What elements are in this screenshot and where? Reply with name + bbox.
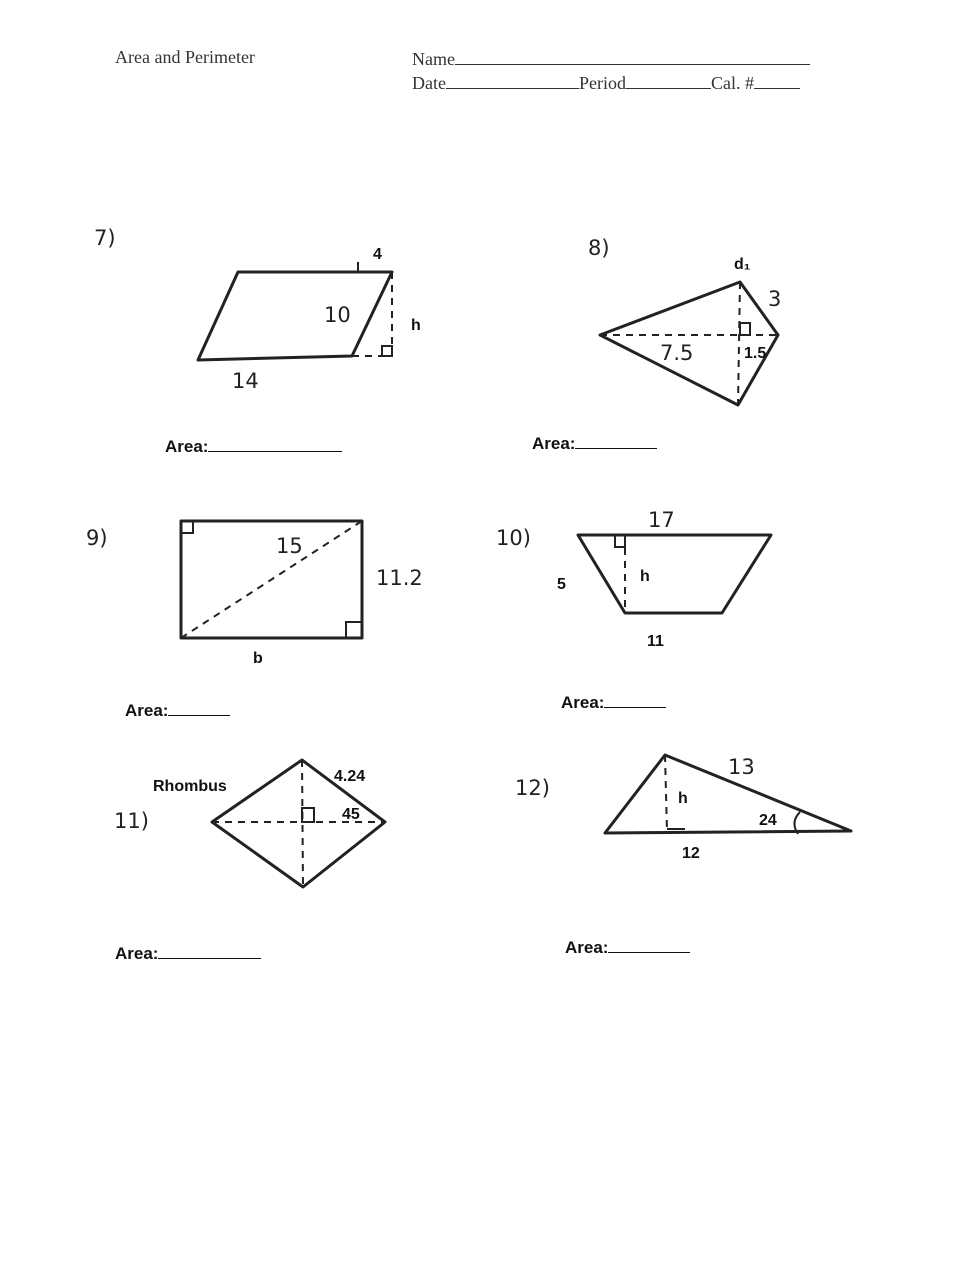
- label-side: 13: [728, 755, 755, 779]
- name-label: Name: [412, 49, 455, 69]
- problem-9-figure: 9) 15 11.2 b: [86, 519, 423, 667]
- label-left: 7.5: [660, 341, 693, 365]
- problem-number: 11): [114, 809, 149, 833]
- label-base: b: [253, 650, 263, 667]
- area-label: Area:: [125, 701, 169, 720]
- period-label: Period: [578, 73, 626, 93]
- label-base: 12: [682, 845, 700, 862]
- date-field[interactable]: [445, 74, 579, 89]
- label-angle: 45: [342, 806, 360, 823]
- problem-8-figure: 8) d₁ 3 7.5 1.5: [588, 236, 781, 407]
- label-d1: d₁: [734, 256, 751, 273]
- area-label: Area:: [565, 938, 609, 957]
- triangle: [603, 753, 853, 835]
- label-side: 5: [557, 576, 566, 593]
- right-angle-mark: [739, 322, 751, 336]
- area-answer-9[interactable]: Area:: [125, 699, 231, 721]
- problem-12-figure: 12) 13 h 24 12: [515, 753, 853, 862]
- area-label: Area:: [115, 944, 159, 963]
- problem-10-figure: 10) 17 5 h 11: [496, 508, 773, 650]
- trapezoid: [576, 533, 773, 615]
- problem-number: 10): [496, 526, 531, 550]
- label-side: 10: [324, 303, 351, 327]
- angle-arc: [793, 811, 801, 835]
- label-shape: Rhombus: [153, 778, 227, 795]
- area-answer-7[interactable]: Area:: [165, 435, 343, 457]
- area-answer-11[interactable]: Area:: [115, 942, 262, 964]
- area-label: Area:: [561, 693, 605, 712]
- label-top: 4: [373, 246, 382, 263]
- diagonal-vertical: [737, 281, 741, 406]
- area-label: Area:: [532, 434, 576, 453]
- parallelogram: [196, 270, 394, 362]
- area-answer-12[interactable]: Area:: [565, 936, 691, 958]
- area-label: Area:: [165, 437, 209, 456]
- problem-number: 12): [515, 776, 550, 800]
- period-field[interactable]: [625, 74, 711, 89]
- label-height: h: [678, 790, 688, 807]
- problem-7-figure: 7) 4 10 h 14: [94, 226, 421, 393]
- worksheet-title: Area and Perimeter: [115, 47, 255, 67]
- kite: [598, 280, 780, 407]
- problem-number: 8): [588, 236, 610, 260]
- label-base: 14: [232, 369, 259, 393]
- problem-11-figure: 11) Rhombus 4.24 45: [114, 758, 387, 889]
- name-field[interactable]: Name: [412, 49, 810, 70]
- label-height: h: [411, 317, 421, 334]
- label-right: 1.5: [744, 345, 766, 362]
- rectangle: [179, 519, 364, 640]
- label-side: 3: [768, 287, 781, 311]
- area-answer-10[interactable]: Area:: [561, 691, 667, 713]
- diagonal: [180, 520, 363, 639]
- right-angle-mark: [381, 345, 393, 357]
- right-angle-mark: [345, 621, 363, 639]
- label-side: 4.24: [334, 768, 365, 785]
- label-angle: 24: [759, 812, 777, 829]
- height-line: [664, 754, 668, 832]
- right-angle-mark: [180, 520, 194, 534]
- label-top: 17: [648, 508, 675, 532]
- diagonal-vertical: [301, 759, 304, 888]
- label-diagonal: 15: [276, 534, 303, 558]
- date-period-row: Date Period Cal. #: [412, 73, 800, 94]
- label-side: 11.2: [376, 566, 423, 590]
- label-bottom: 11: [647, 633, 664, 650]
- problem-number: 7): [94, 226, 116, 250]
- date-label: Date: [412, 73, 446, 93]
- problem-number: 9): [86, 526, 108, 550]
- label-height: h: [640, 568, 650, 585]
- cal-field[interactable]: [753, 74, 800, 89]
- cal-label: Cal. #: [710, 73, 754, 93]
- right-angle-mark: [301, 807, 315, 823]
- right-angle-mark: [614, 534, 626, 548]
- area-answer-8[interactable]: Area:: [532, 432, 658, 454]
